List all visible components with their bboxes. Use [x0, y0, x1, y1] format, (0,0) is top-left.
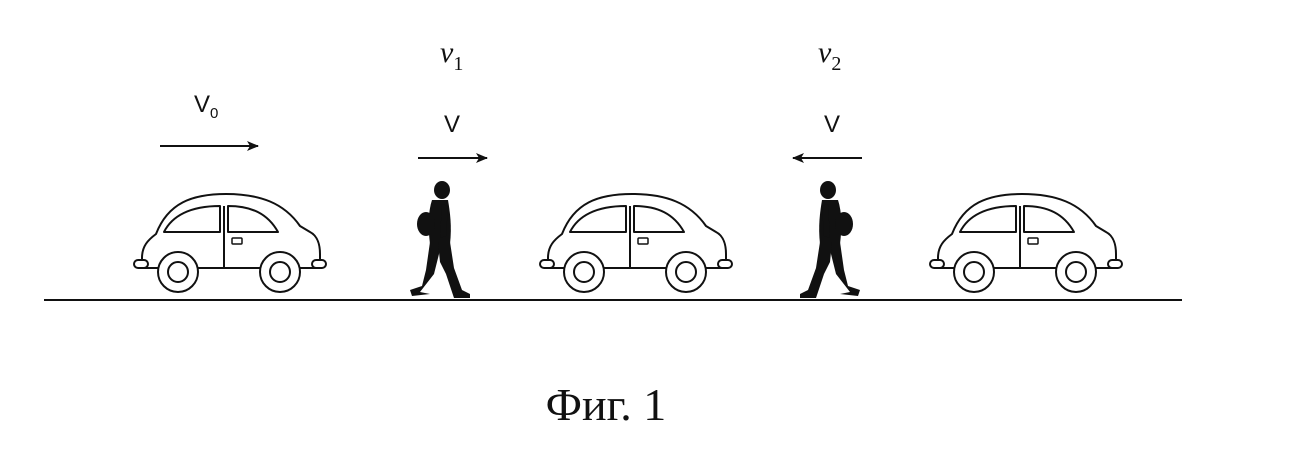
- v0-label: V0: [194, 91, 218, 122]
- figure-caption: Фиг. 1: [546, 379, 667, 430]
- nu1-label: ν1: [440, 36, 463, 75]
- nu2-label: ν2: [818, 36, 841, 75]
- car-right: [929, 193, 1123, 293]
- walking-person-icon: [410, 181, 470, 298]
- car-left: [133, 193, 327, 293]
- walking-person-icon: [800, 181, 860, 298]
- walker1-speed-label: V: [444, 111, 460, 138]
- car-icon: [929, 193, 1123, 293]
- walker2-speed-label: V: [824, 111, 840, 138]
- car-icon: [133, 193, 327, 293]
- car-middle: [539, 193, 733, 293]
- car-icon: [539, 193, 733, 293]
